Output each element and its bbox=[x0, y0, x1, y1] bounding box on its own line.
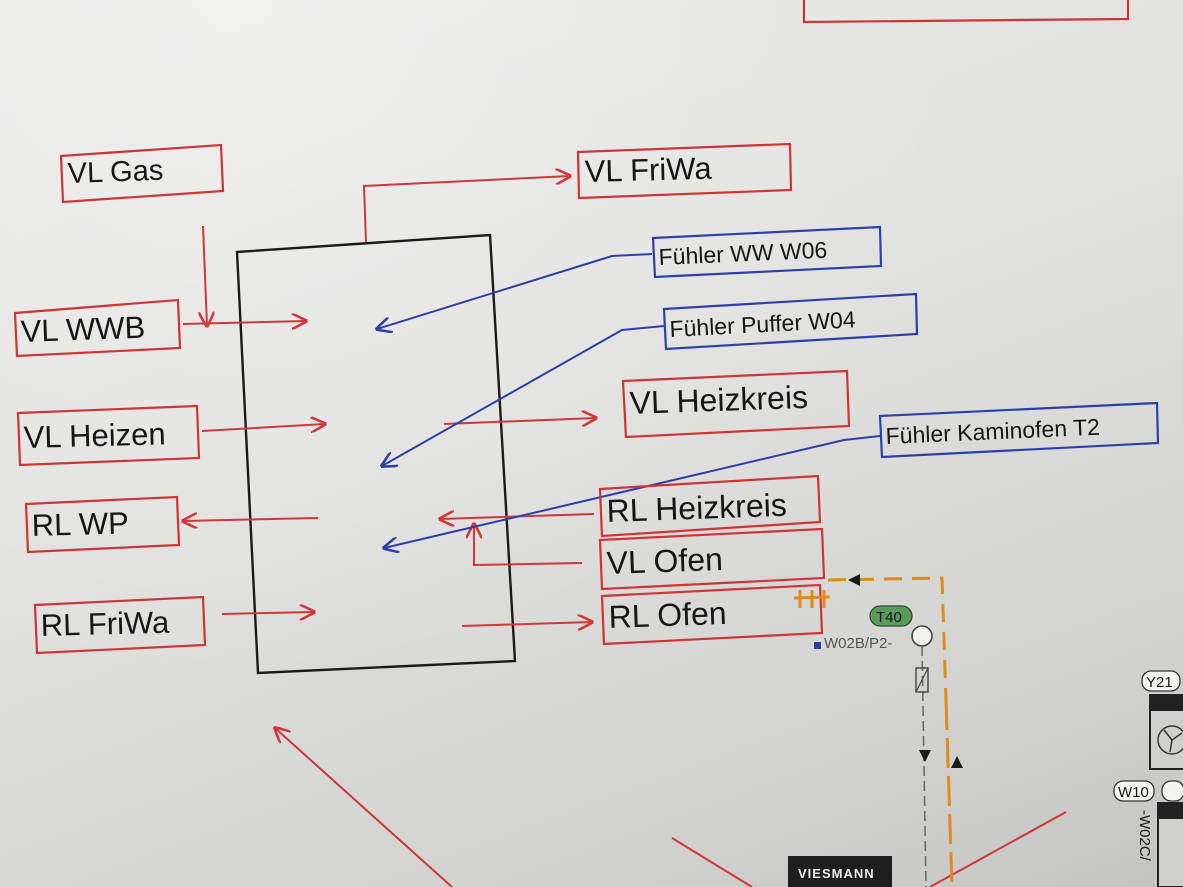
vl-friwa-line bbox=[362, 176, 570, 243]
rl-friwa-line bbox=[221, 612, 314, 614]
label-vl-heizen-text: VL Heizen bbox=[23, 416, 166, 455]
rl-wp-line bbox=[183, 518, 319, 521]
tag-w10-extra bbox=[1161, 780, 1183, 802]
bottom-diagonal-arrow bbox=[275, 728, 453, 887]
orange-pipe-stub-b bbox=[793, 595, 831, 600]
fuehler-ww-line bbox=[377, 253, 653, 329]
label-rl-heizkreis-text: RL Heizkreis bbox=[606, 487, 787, 529]
pipe-w02b-label: W02B/P2- bbox=[824, 635, 892, 652]
pipe-w02c-label: -W02C/ bbox=[1136, 810, 1153, 862]
device-box-lower-header bbox=[1158, 803, 1183, 819]
label-vl-ofen-text: VL Ofen bbox=[606, 541, 723, 581]
label-rl-friwa: RL FriWa bbox=[33, 595, 207, 655]
label-vl-gas-text: VL Gas bbox=[67, 155, 164, 190]
label-vl-heizkreis: VL Heizkreis bbox=[621, 369, 851, 439]
schematic-fragment: T40 W02B/P2- Y21 W10 -W02C/ bbox=[788, 574, 1183, 887]
fan-icon bbox=[1157, 725, 1183, 755]
label-rl-heizkreis: RL Heizkreis bbox=[598, 474, 822, 538]
device-box-right-header bbox=[1150, 695, 1183, 711]
orange-up-arrow bbox=[951, 756, 963, 768]
label-vl-heizen: VL Heizen bbox=[16, 404, 201, 467]
tag-w10-label: W10 bbox=[1118, 784, 1149, 801]
storage-tank bbox=[235, 233, 517, 675]
orange-pipe-top bbox=[827, 576, 948, 701]
vl-ofen-line bbox=[474, 524, 583, 567]
label-rl-wp: RL WP bbox=[24, 495, 181, 554]
label-rl-ofen: RL Ofen bbox=[600, 583, 824, 646]
pipe-marker-square bbox=[814, 642, 821, 649]
sensor-t40-label: T40 bbox=[876, 609, 902, 626]
label-rl-friwa-text: RL FriWa bbox=[40, 605, 170, 643]
tag-w10: W10 bbox=[1113, 780, 1155, 802]
sensor-t40: T40 bbox=[869, 605, 913, 627]
label-vl-wwb-text: VL WWB bbox=[20, 310, 146, 349]
orange-flow-arrow bbox=[848, 574, 860, 586]
label-fuehler-ww-text: Fühler WW W06 bbox=[658, 237, 828, 270]
label-fuehler-kaminofen: Fühler Kaminofen T2 bbox=[878, 401, 1160, 459]
vl-wwb-line bbox=[182, 321, 306, 324]
label-fuehler-ww: Fühler WW W06 bbox=[651, 225, 883, 279]
orange-pipe-right bbox=[944, 699, 954, 887]
brand-badge: VIESMANN bbox=[788, 856, 892, 887]
bottom-right-line-a bbox=[671, 837, 753, 887]
label-vl-ofen: VL Ofen bbox=[598, 527, 826, 591]
sensor-lines-blue bbox=[377, 253, 881, 548]
fuehler-puffer-line bbox=[382, 325, 665, 466]
label-vl-friwa: VL FriWa bbox=[576, 142, 793, 200]
label-vl-friwa-text: VL FriWa bbox=[584, 151, 713, 189]
flow-lines-red bbox=[182, 176, 1067, 887]
label-rl-ofen-text: RL Ofen bbox=[608, 595, 727, 635]
label-fuehler-puffer: Fühler Puffer W04 bbox=[662, 292, 919, 351]
label-fuehler-puffer-text: Fühler Puffer W04 bbox=[669, 306, 857, 342]
gray-pipe-vertical bbox=[921, 645, 927, 887]
tag-y21: Y21 bbox=[1141, 670, 1181, 692]
tag-y21-label: Y21 bbox=[1146, 674, 1173, 691]
vl-gas-line bbox=[203, 225, 207, 326]
sensor-circle bbox=[911, 625, 933, 647]
label-fuehler-kaminofen-text: Fühler Kaminofen T2 bbox=[885, 414, 1100, 449]
brand-badge-label: VIESMANN bbox=[798, 866, 875, 881]
gray-flow-arrow bbox=[919, 750, 931, 762]
fuehler-kaminofen-line bbox=[384, 435, 881, 548]
label-vl-gas: VL Gas bbox=[59, 143, 225, 204]
valve-symbol bbox=[915, 667, 929, 693]
vl-heizkreis-line bbox=[443, 418, 596, 424]
fan-icon-blades bbox=[1163, 729, 1183, 753]
label-vl-heizkreis-text: VL Heizkreis bbox=[629, 379, 809, 421]
label-vl-wwb: VL WWB bbox=[13, 298, 182, 358]
top-edge-box bbox=[802, 0, 1130, 24]
rl-ofen-line bbox=[461, 622, 592, 626]
valve-diagonal bbox=[915, 667, 929, 693]
label-rl-wp-text: RL WP bbox=[31, 505, 129, 543]
vl-heizen-line bbox=[201, 424, 325, 431]
